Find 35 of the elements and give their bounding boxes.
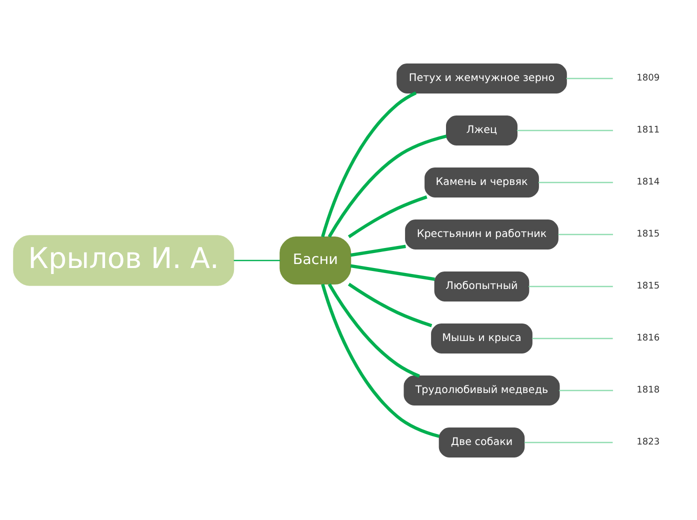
node-text: 1814: [636, 177, 660, 188]
node-text: 1823: [636, 437, 660, 448]
connector: [321, 283, 440, 438]
node-box: Басни: [280, 236, 352, 284]
node-box: Две собаки: [438, 427, 525, 457]
connector: [348, 282, 432, 327]
connector: [350, 244, 406, 256]
connector: [524, 441, 613, 443]
connector: [348, 194, 428, 238]
connector: [350, 264, 435, 280]
connector: [528, 285, 613, 287]
node-text: 1818: [636, 385, 660, 396]
node-box: Трудолюбивый медведь: [404, 375, 560, 405]
node-text: 1815: [636, 281, 660, 292]
connector: [321, 90, 417, 237]
connector: [559, 389, 614, 391]
node-box: Лжец: [446, 115, 518, 145]
node-text: 1816: [636, 333, 660, 344]
connector: [328, 134, 447, 238]
node-box: Крылов И. А.: [13, 234, 234, 286]
node-text: 1815: [636, 229, 660, 240]
node-box: Любопытный: [434, 271, 530, 301]
node-box: Камень и червяк: [424, 167, 539, 197]
connector: [328, 282, 420, 378]
node-text: 1811: [636, 125, 660, 136]
node-text: 1809: [636, 73, 660, 84]
connector: [558, 233, 613, 235]
node-box: Мышь и крыса: [431, 323, 532, 353]
connector: [538, 181, 613, 183]
node-box: Крестьянин и работник: [405, 219, 558, 249]
connector: [517, 129, 613, 131]
connector: [566, 77, 613, 79]
node-box: Петух и жемчужное зерно: [396, 63, 567, 93]
connector: [234, 259, 280, 261]
connector: [532, 337, 613, 339]
